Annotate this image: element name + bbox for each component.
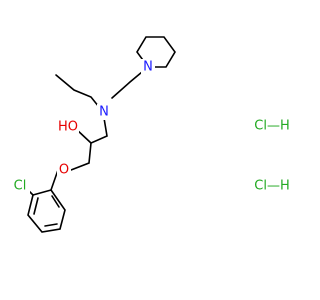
benzene-double-bonds [33,195,60,227]
n-amine-bg [97,104,111,120]
hcl-salt-2: Cl—H [254,179,289,194]
n-piperidine-bg [141,59,155,75]
aryl-ether-bond [50,169,59,191]
amine-nitrogen: N [99,105,109,120]
propyl-chain [55,74,104,113]
ether-oxygen-bg [57,162,71,178]
hydrochloride-salts: Cl—H Cl—H [254,119,289,194]
structure-diagram: N N HO O Cl Cl—H Cl—H [10,36,290,233]
piperidine-ring [136,36,176,68]
ether-oxygen: O [59,163,69,178]
chlorine-bg [10,178,30,194]
atom-labels: N N HO O Cl [10,59,155,194]
hydroxyl-bg [57,118,79,134]
ring-chlorine: Cl [14,179,27,194]
hcl-salt-1: Cl—H [254,119,289,134]
hydroxyl-oxygen: HO [58,120,78,135]
piperidine-nitrogen: N [143,60,153,75]
